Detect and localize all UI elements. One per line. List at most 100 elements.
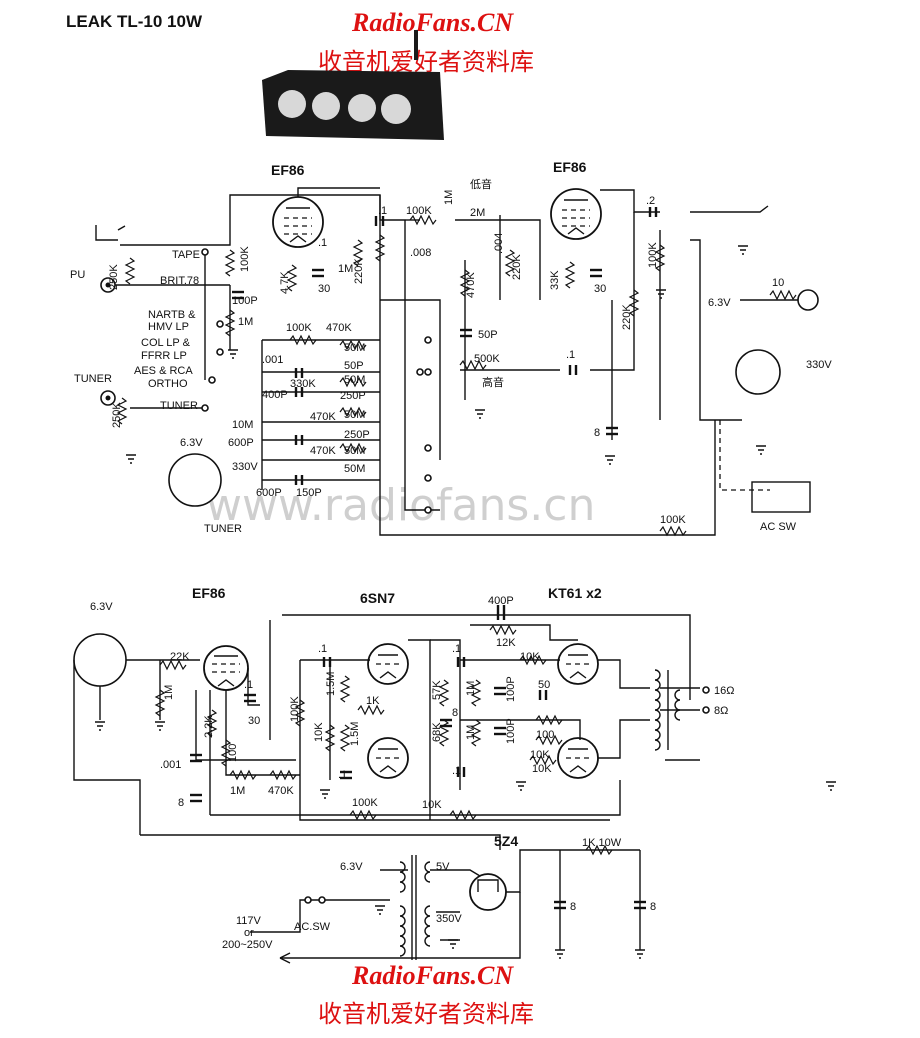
label-ffrr: FFRR LP	[141, 350, 187, 362]
watermark-mid: www.radiofans.cn	[206, 480, 595, 531]
label-pa-c30: 30	[248, 715, 260, 727]
label-c400p: 400P	[262, 389, 288, 401]
preamp-section: EF86 EF86	[70, 159, 832, 537]
label-pa-c400p: 400P	[488, 595, 514, 607]
label-pa-r100k-b: 100K	[352, 797, 378, 809]
label-c50m-5: 50M	[344, 463, 365, 475]
psu-wiring	[250, 849, 641, 959]
label-c004: .004	[493, 233, 505, 254]
label-pa-r10k-a: 10K	[313, 722, 325, 742]
label-pa-r100-b: 100	[536, 729, 554, 741]
label-pa-r100-a: 100	[227, 744, 239, 762]
label-r1m-tone: 1M	[443, 190, 455, 205]
label-pa-r57k: 57K	[431, 680, 443, 700]
label-c50m-2: 50M	[344, 374, 365, 386]
label-v63-a: 6.3V	[180, 437, 203, 449]
label-c2: .2	[646, 195, 655, 207]
watermark-top-en: RadioFans.CN	[351, 8, 514, 37]
label-pa-r10k-d: 10K	[532, 763, 552, 775]
label-c50p: 50P	[344, 360, 364, 372]
preamp-tube1-symbol	[272, 196, 324, 248]
amplifier-photo	[262, 30, 444, 140]
watermark-bottom-cn: 收音机爱好者资料库	[318, 1000, 534, 1028]
label-pa-c1-c: .1	[338, 769, 347, 781]
label-r100k-a: 100K	[239, 246, 251, 272]
preamp-tube1-label: EF86	[271, 162, 305, 178]
label-r47k: 4.7K	[279, 271, 291, 294]
label-r330k: 330K	[290, 378, 316, 390]
label-c30-a: 30	[318, 283, 330, 295]
label-pa-r470k: 470K	[268, 785, 294, 797]
label-r470k-tone: 470K	[465, 272, 477, 298]
preamp-capacitors	[232, 207, 658, 485]
label-c1-top: .1	[378, 205, 387, 217]
label-pa-r15m-a: 1.5M	[325, 672, 337, 696]
label-r33k: 33K	[549, 270, 561, 290]
label-pa-r1m-c: 1M	[465, 681, 477, 696]
label-pa-o8: 8Ω	[714, 705, 728, 717]
psu-rect-label: 5Z4	[494, 833, 518, 849]
label-c50m-1: 50M	[344, 342, 365, 354]
label-pa-r1m-b: 1M	[230, 785, 245, 797]
label-pa-o16: 16Ω	[714, 685, 734, 697]
poweramp-tube1-label: EF86	[192, 585, 226, 601]
label-pa-c1-b: .1	[318, 643, 327, 655]
label-pa-c1-a: .1	[244, 679, 253, 691]
label-pa-r10k-e: 10K	[422, 799, 442, 811]
label-r100k-d: 100K	[660, 514, 686, 526]
label-pa-r22k-a: 22K	[170, 651, 190, 663]
preamp-grounds	[126, 245, 766, 465]
label-pa-r1m-d: 1M	[465, 725, 477, 740]
label-psu-or: or	[244, 927, 254, 939]
label-acsw: AC SW	[760, 521, 797, 533]
label-pa-r68k: 68K	[431, 722, 443, 742]
label-c250p-a: 250P	[340, 390, 366, 402]
label-pa-c8: 8	[452, 707, 458, 719]
label-pa-v63: 6.3V	[90, 601, 113, 613]
label-hightone: 高音	[482, 375, 504, 389]
label-psu-v63: 6.3V	[340, 861, 363, 873]
label-pa-r100k-a: 100K	[289, 696, 301, 722]
poweramp-socket	[73, 633, 127, 687]
label-r10: 10	[772, 277, 784, 289]
label-hmv: HMV LP	[148, 321, 189, 333]
label-v63-b: 6.3V	[708, 297, 731, 309]
label-tuner-socket: TUNER	[204, 523, 242, 535]
label-pa-c1-d: .1	[452, 643, 461, 655]
watermark-bottom-en: RadioFans.CN	[351, 961, 514, 990]
label-pa-r12k: 12K	[496, 637, 516, 649]
label-pa-r1m-a: 1M	[163, 685, 175, 700]
label-psu-c8-b: 8	[650, 901, 656, 913]
poweramp-tubes	[203, 643, 599, 779]
preamp-selector-contacts	[201, 248, 432, 514]
label-r470k-c: 470K	[310, 445, 336, 457]
power-transformer	[399, 855, 431, 960]
label-nartb: NARTB &	[148, 309, 196, 321]
poweramp-tube2-label: 6SN7	[360, 590, 395, 606]
label-c50p-tone: 50P	[478, 329, 498, 341]
label-r220k-a: 220K	[353, 258, 365, 284]
label-r250k-b: 250K	[111, 402, 123, 428]
label-r2m: 2M	[470, 207, 485, 219]
label-tuner-in: TUNER	[74, 373, 112, 385]
label-r10m: 10M	[232, 419, 253, 431]
label-pa-r10k-b: 10K	[520, 651, 540, 663]
schematic-title: LEAK TL-10 10W	[66, 12, 203, 31]
psu-r1k10w	[585, 844, 613, 856]
label-c001: .001	[262, 354, 283, 366]
preamp-tube2-label: EF86	[553, 159, 587, 175]
preamp-resistors	[116, 214, 797, 537]
label-psu-c8-a: 8	[570, 901, 576, 913]
label-r100k-b: 100K	[286, 322, 312, 334]
label-tape: TAPE	[172, 249, 200, 261]
label-r220k-b: 220K	[621, 304, 633, 330]
label-psu-v350: 350V	[436, 913, 462, 925]
preamp-jacks	[95, 205, 819, 513]
label-pa-c1-e: .1	[452, 765, 461, 777]
label-pa-c8-a: 8	[178, 797, 184, 809]
label-c100p: 100P	[232, 295, 258, 307]
label-c8-a: 8	[594, 427, 600, 439]
label-pa-c001: .001	[160, 759, 181, 771]
